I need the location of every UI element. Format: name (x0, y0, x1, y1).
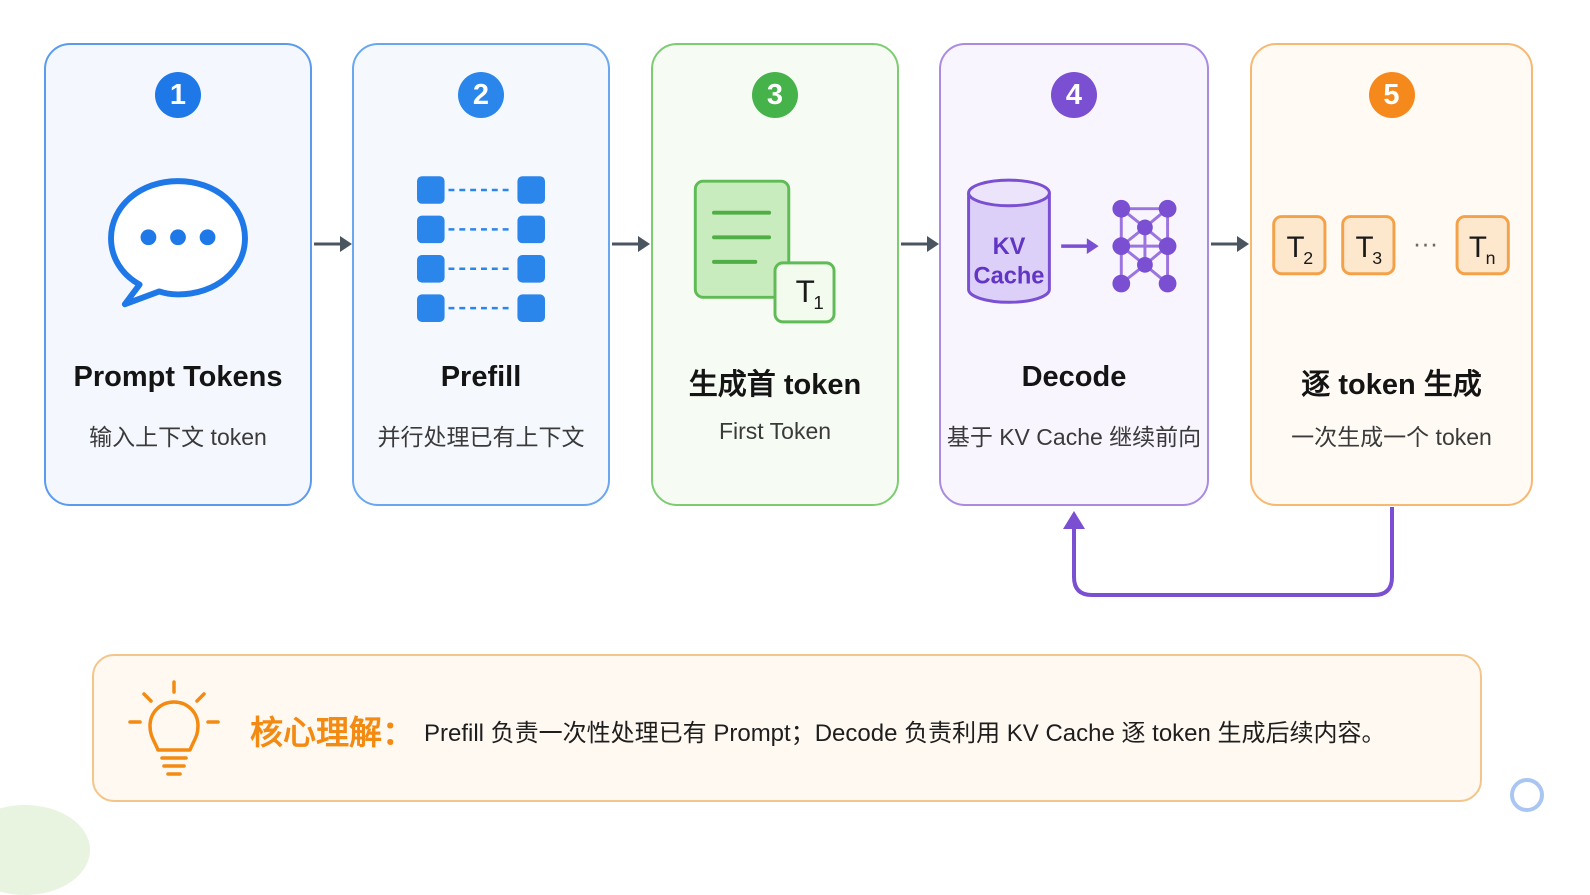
step-subtitle: First Token (718, 418, 832, 444)
step-number-badge: 5 (1368, 72, 1415, 118)
token-subscript: 2 (1303, 248, 1313, 268)
token-subscript: n (1486, 248, 1496, 268)
step-number-badge: 3 (752, 72, 798, 118)
kv-cache-network-icon: KV Cache (967, 178, 1177, 304)
callout-text: Prefill 负责一次性处理已有 Prompt；Decode 负责利用 KV … (424, 720, 1386, 747)
token-label: T (1356, 231, 1374, 264)
step-card-prompt-tokens: 1 Prompt Tokens 输入上下文 token (44, 43, 312, 506)
step-number-badge: 4 (1051, 72, 1097, 118)
step-number-badge: 1 (155, 72, 201, 118)
loop-back-arrow (1063, 507, 1394, 597)
step-title: Decode (1021, 361, 1127, 393)
step-number-badge: 2 (458, 72, 504, 118)
step-title: 生成首 token (688, 369, 862, 401)
token-subscript: 1 (813, 292, 823, 313)
step-card-decode: 4 KV Cache Decode 基于 KV Cache 继续前向 (939, 43, 1209, 506)
cache-label-kv: KV (993, 234, 1026, 260)
arrow-right-icon (901, 236, 939, 252)
step-card-token-generation: 5 T 2 T 3 ··· T n 逐 token 生成 一次生成一个 toke… (1250, 43, 1533, 506)
arrow-right-icon (612, 236, 650, 252)
key-insight-callout: 核心理解： Prefill 负责一次性处理已有 Prompt；Decode 负责… (92, 654, 1482, 802)
token-sequence-icon: T 2 T 3 ··· T n (1272, 215, 1510, 276)
callout-label: 核心理解： (250, 714, 415, 751)
document-token-icon: T 1 (693, 179, 836, 324)
step-title: Prompt Tokens (73, 361, 283, 393)
step-subtitle: 基于 KV Cache 继续前向 (946, 424, 1202, 450)
step-subtitle: 并行处理已有上下文 (377, 424, 585, 450)
chat-bubble-icon (108, 178, 248, 308)
token-label: T (1469, 231, 1487, 264)
token-label: T (1287, 231, 1305, 264)
cache-label-cache: Cache (974, 264, 1045, 290)
token-label: T (796, 274, 815, 309)
step-card-first-token: 3 T 1 生成首 token First Token (651, 43, 899, 506)
circle-icon (1510, 778, 1544, 812)
lightbulb-icon (128, 680, 220, 776)
token-subscript: 3 (1372, 248, 1382, 268)
step-title: Prefill (440, 361, 522, 393)
step-card-prefill: 2 Prefill 并行处理已有上下文 (352, 43, 610, 506)
step-subtitle: 一次生成一个 token (1291, 424, 1492, 450)
arrow-right-icon (314, 236, 352, 252)
step-title: 逐 token 生成 (1301, 369, 1482, 401)
arrow-right-icon (1211, 236, 1249, 252)
parallel-blocks-icon (417, 176, 545, 322)
token-ellipsis: ··· (1413, 230, 1439, 258)
step-subtitle: 输入上下文 token (89, 424, 267, 450)
decorative-blob (0, 805, 90, 895)
